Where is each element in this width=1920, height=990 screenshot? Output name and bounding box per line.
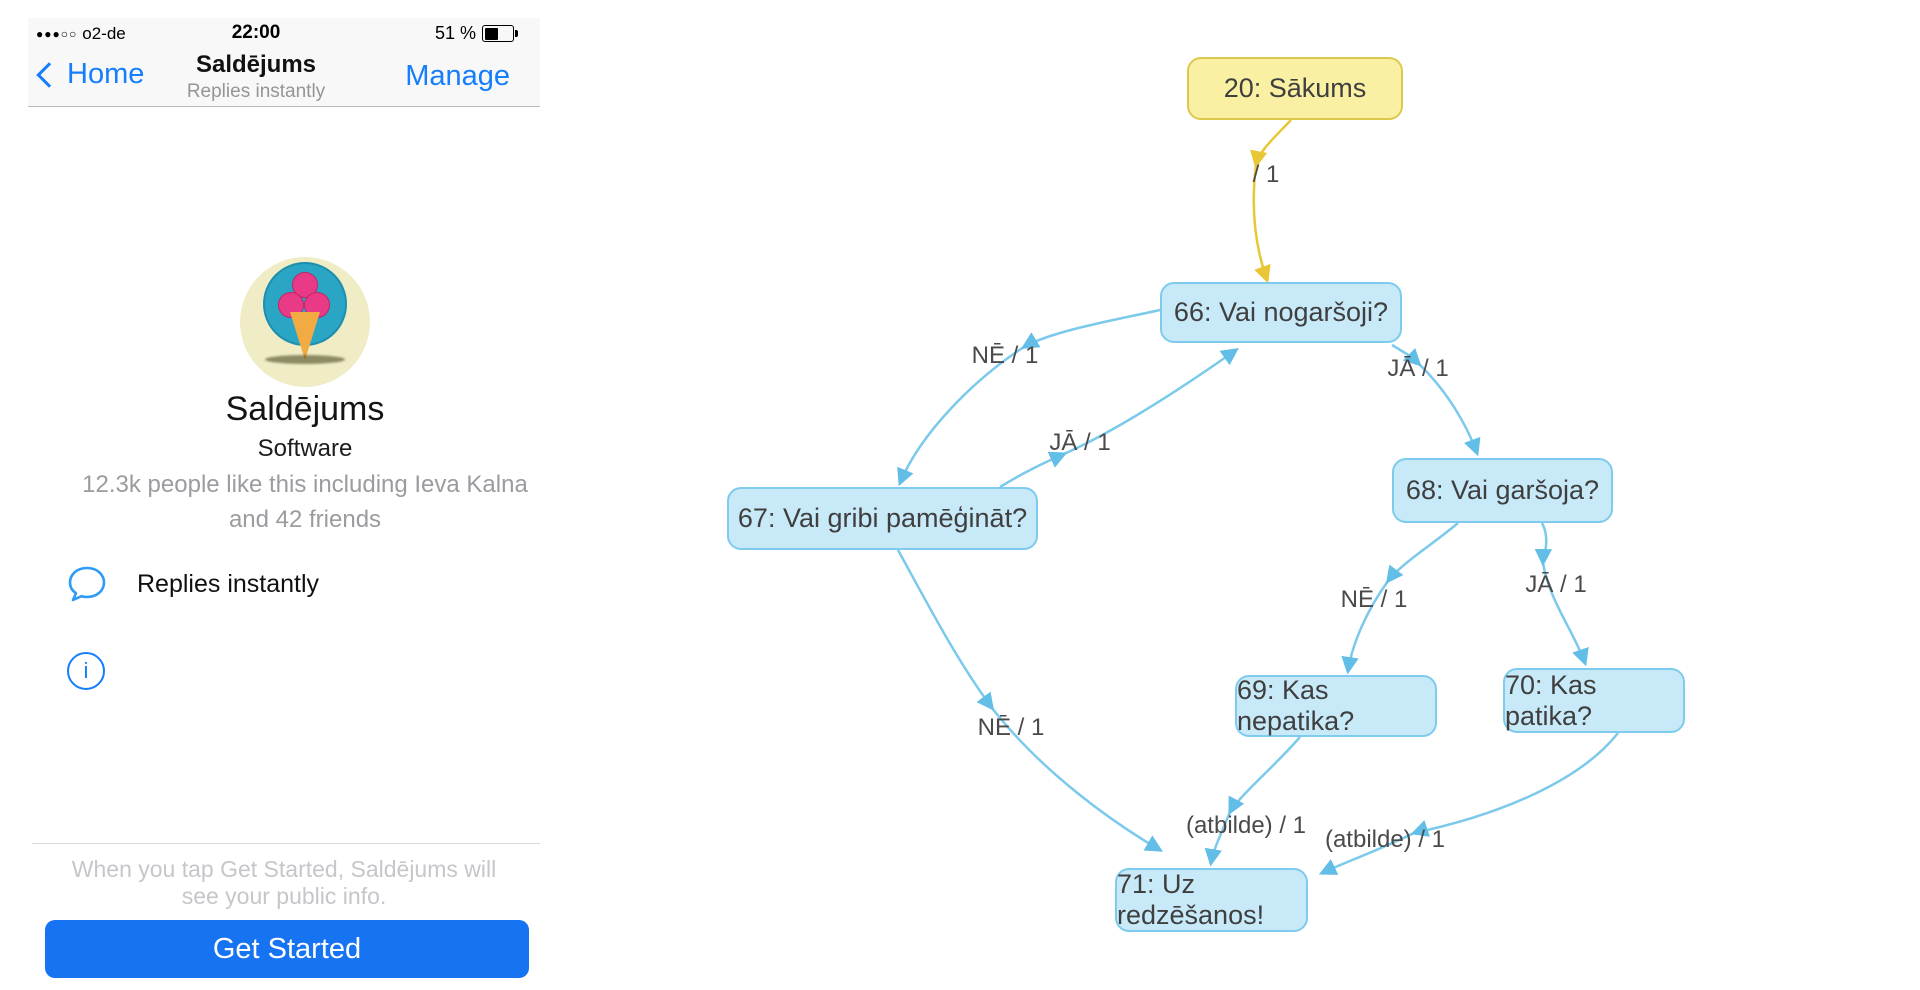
status-and-nav-bar: ●●●○○ o2-de 22:00 51 % Home Saldējums Re… [28, 18, 540, 107]
replies-instantly-row: Replies instantly [65, 562, 319, 606]
carrier-label: o2-de [82, 24, 126, 43]
battery-percent-label: 51 % [434, 23, 476, 43]
edge-label-67-71: NĒ / 1 [977, 714, 1045, 741]
conversation-title: Saldējums [195, 51, 317, 78]
edge-label-70-71: (atbilde) / 1 [1324, 826, 1446, 853]
edge-label-68-69: NĒ / 1 [1340, 586, 1408, 613]
flow-node-70-kas-patika[interactable]: 70: Kas patika? [1503, 668, 1685, 733]
flow-node-71-uz-redzesanos[interactable]: 71: Uz redzēšanos! [1115, 868, 1308, 932]
edge-66-67 [897, 308, 1161, 487]
edge-label-20-66: / 1 [1252, 161, 1280, 188]
edge-67-66 [999, 347, 1239, 489]
footer-divider [32, 843, 540, 844]
edge-label-66-68: JĀ / 1 [1387, 355, 1449, 382]
edge-label-68-70: JĀ / 1 [1525, 571, 1587, 598]
edge-69-71 [1204, 736, 1301, 867]
avatar-shadow [265, 355, 345, 364]
manage-button[interactable]: Manage [405, 60, 510, 92]
battery-icon [482, 25, 518, 42]
edge-label-66-67: NĒ / 1 [971, 342, 1039, 369]
chevron-left-icon [36, 62, 62, 88]
back-home-button[interactable]: Home [36, 58, 145, 91]
conversation-header: Saldējums Replies instantly [126, 51, 386, 103]
edge-label-69-71: (atbilde) / 1 [1185, 812, 1307, 839]
get-started-button[interactable]: Get Started [45, 920, 529, 978]
page-category: Software [257, 435, 353, 462]
bot-avatar [240, 257, 370, 387]
conversation-subtitle: Replies instantly [186, 81, 326, 102]
edge-20-66 [1250, 119, 1292, 284]
back-home-label: Home [67, 58, 145, 90]
replies-instantly-label: Replies instantly [137, 569, 320, 598]
edge-67-71 [896, 549, 1164, 852]
flow-node-67-vai-gribi-pameginat[interactable]: 67: Vai gribi pamēģināt? [727, 487, 1038, 550]
flow-node-20-sakums[interactable]: 20: Sākums [1187, 57, 1403, 120]
messenger-phone-panel: ●●●○○ o2-de 22:00 51 % Home Saldējums Re… [28, 18, 540, 980]
get-started-disclaimer: When you tap Get Started, Saldējums will… [71, 856, 497, 909]
battery-status: 51 % [434, 23, 518, 44]
carrier-signal: ●●●○○ o2-de [36, 24, 126, 44]
chat-bubble-icon [68, 566, 106, 602]
flow-node-69-kas-nepatika[interactable]: 69: Kas nepatika? [1235, 675, 1437, 737]
likes-summary: 12.3k people like this including Ieva Ka… [82, 471, 528, 533]
flow-node-68-vai-garsoja[interactable]: 68: Vai garšoja? [1392, 458, 1613, 523]
edge-label-67-66: JĀ / 1 [1049, 429, 1111, 456]
flow-node-66-vai-nogarsoji[interactable]: 66: Vai nogaršoji? [1160, 282, 1402, 343]
status-clock: 22:00 [231, 22, 281, 43]
signal-strength-icon: ●●●○○ [36, 27, 78, 41]
ice-cream-cone-icon [290, 312, 320, 360]
page-title: Saldējums [225, 390, 385, 428]
info-icon[interactable]: i [67, 652, 105, 690]
